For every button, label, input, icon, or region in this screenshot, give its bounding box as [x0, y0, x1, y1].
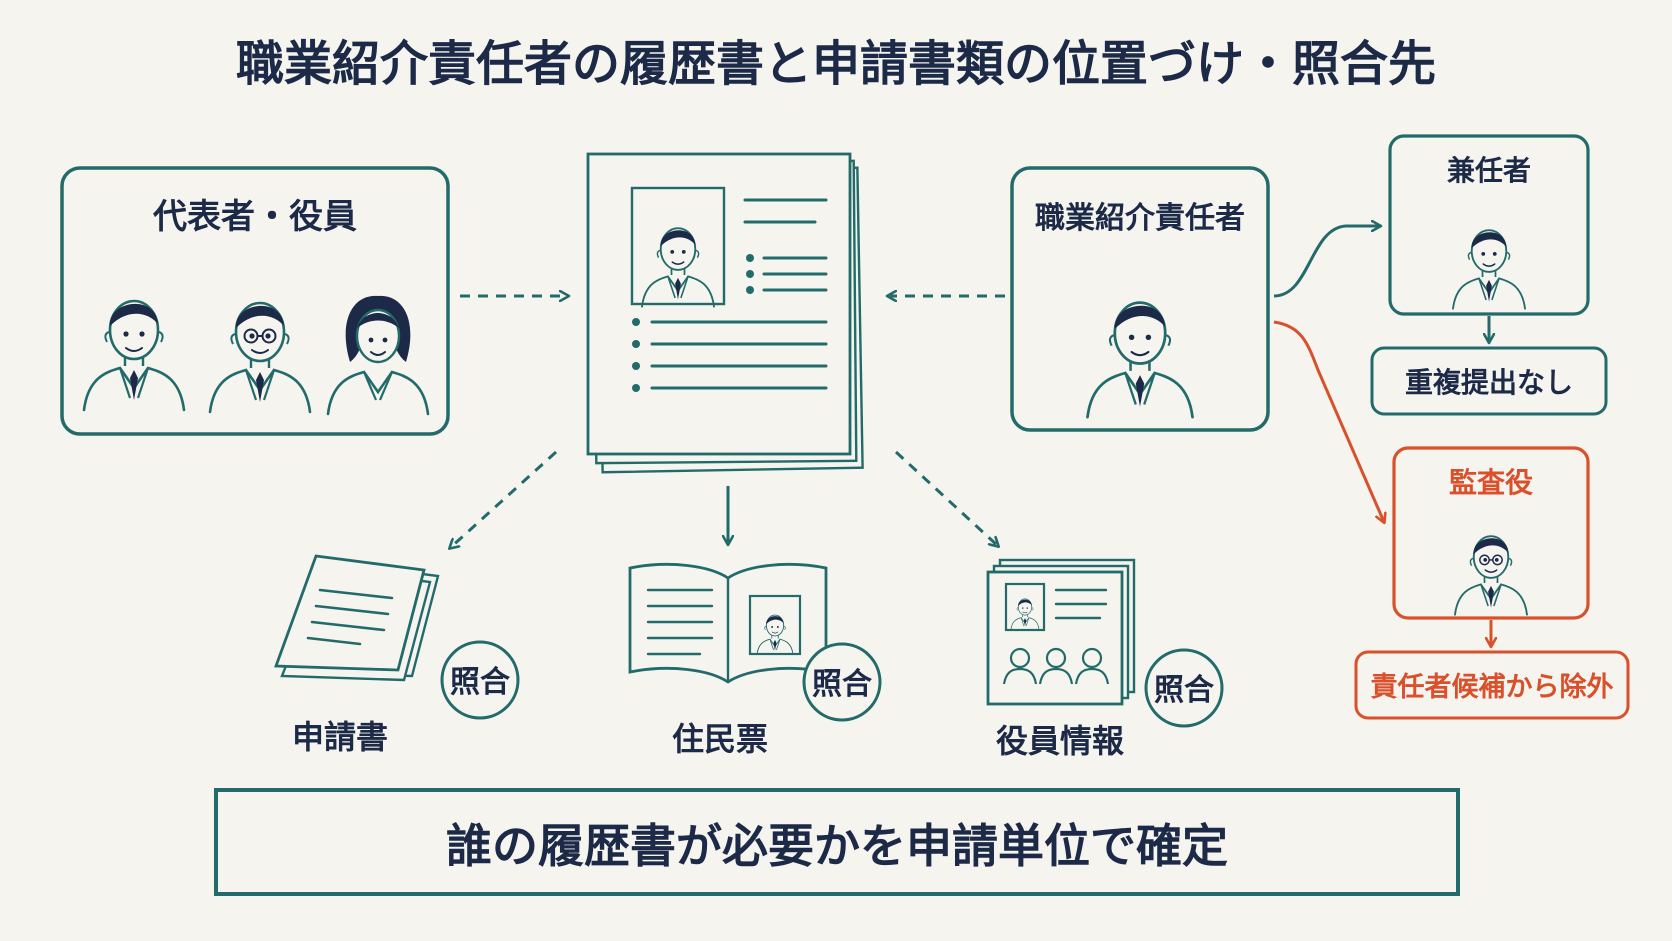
resume-to-officerinfo-arrow: [894, 450, 998, 546]
svg-text:照合: 照合: [450, 665, 510, 700]
residence-doc-icon: [628, 563, 828, 684]
concurrent-label: 兼任者: [1447, 154, 1531, 187]
footer-text: 誰の履歴書が必要かを申請単位で確定: [446, 819, 1228, 873]
no-duplicate-label: 重複提出なし: [1405, 366, 1573, 399]
manager-label: 職業紹介責任者: [1035, 201, 1245, 236]
officers-label: 代表者・役員: [152, 197, 357, 237]
application-check-badge: 照合: [440, 640, 520, 720]
application-doc-icon: [274, 554, 440, 682]
manager-box: 職業紹介責任者: [1010, 166, 1270, 432]
no-duplicate-box: 重複提出なし: [1370, 346, 1608, 416]
auditor-label: 監査役: [1449, 466, 1533, 499]
concurrent-box: 兼任者: [1388, 134, 1590, 316]
page-title: 職業紹介責任者の履歴書と申請書類の位置づけ・照合先: [236, 36, 1436, 92]
manager-to-auditor-arrow: [1273, 320, 1384, 522]
officer-info-doc-icon: [986, 558, 1136, 706]
svg-text:照合: 照合: [812, 667, 872, 702]
resume-to-application-arrow: [450, 450, 558, 548]
application-label: 申請書: [292, 718, 388, 756]
manager-to-concurrent-arrow: [1273, 226, 1380, 298]
officers-box: 代表者・役員: [60, 166, 450, 436]
exclude-box: 責任者候補から除外: [1354, 650, 1630, 720]
exclude-label: 責任者候補から除外: [1371, 671, 1614, 703]
footer-box: 誰の履歴書が必要かを申請単位で確定: [214, 788, 1460, 896]
officer-info-check-badge: 照合: [1144, 648, 1224, 728]
svg-text:照合: 照合: [1154, 673, 1214, 708]
residence-label: 住民票: [672, 720, 768, 758]
auditor-box: 監査役: [1392, 446, 1590, 620]
residence-check-badge: 照合: [802, 642, 882, 722]
resume-stack-icon: [586, 152, 864, 474]
officer-info-label: 役員情報: [996, 722, 1124, 760]
